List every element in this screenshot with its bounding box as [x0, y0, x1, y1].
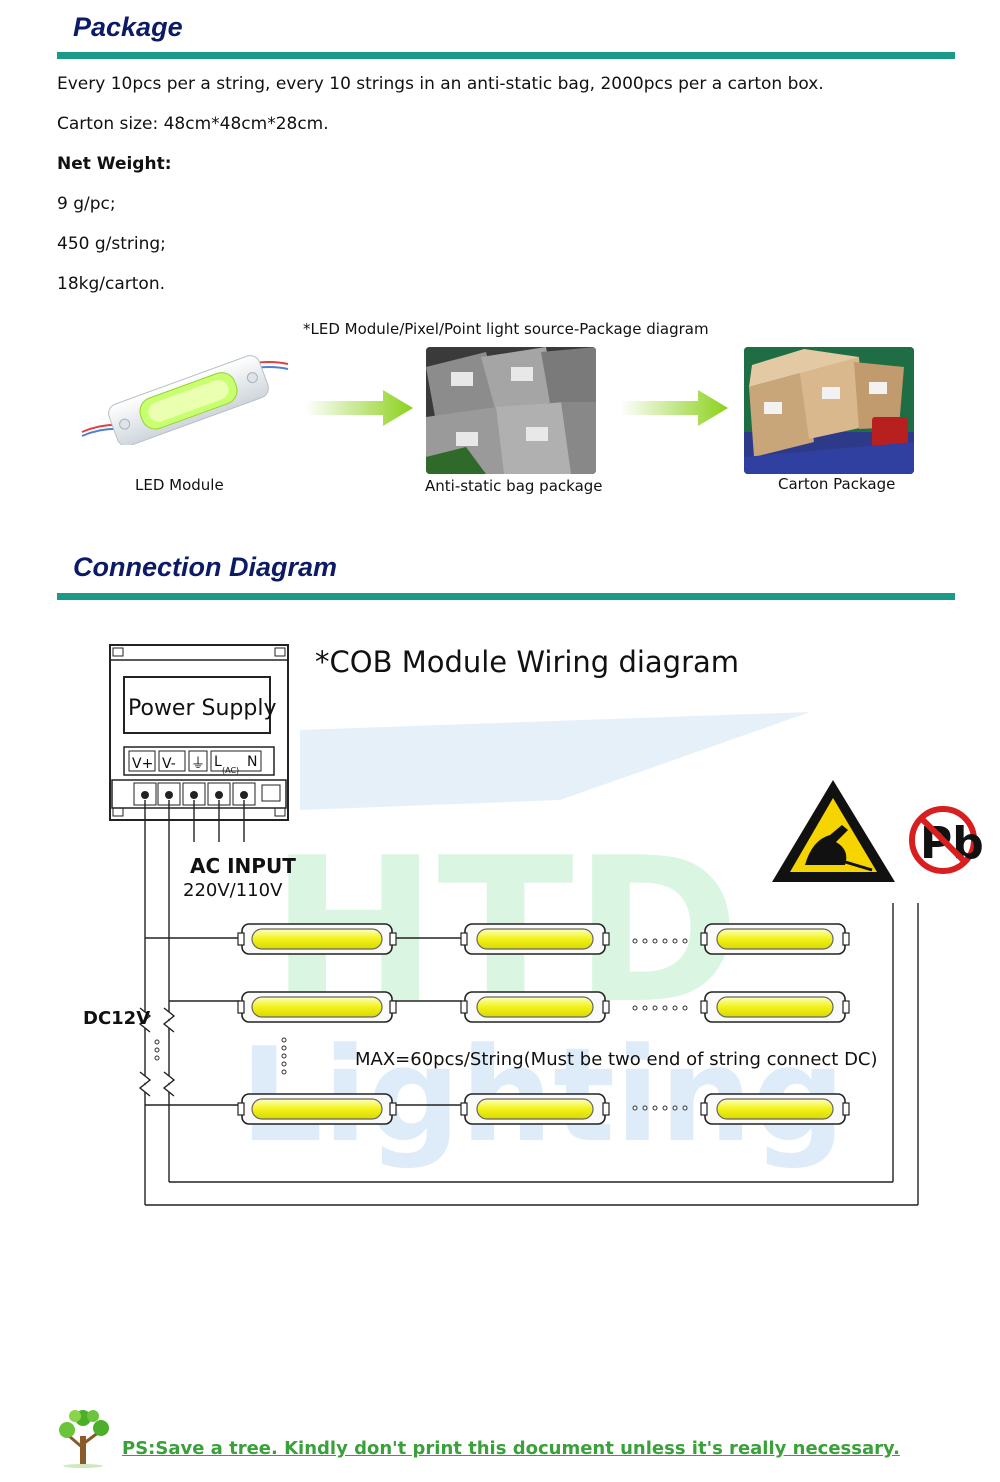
tree-icon — [59, 1410, 109, 1468]
package-diagram-caption: *LED Module/Pixel/Point light source-Pac… — [303, 320, 709, 338]
arrow-right-icon — [305, 390, 413, 426]
cob-led-module — [237, 991, 397, 1023]
terminal-vplus: V+ — [132, 756, 153, 772]
terminal-ac: (AC) — [222, 766, 239, 775]
package-divider — [57, 52, 955, 59]
terminal-vminus: V- — [162, 756, 176, 772]
terminal-l: L — [214, 754, 222, 770]
package-title: Package — [73, 12, 183, 42]
terminal-n: N — [247, 754, 257, 770]
esd-warning-icon — [772, 780, 895, 882]
ac-voltage-label: 220V/110V — [183, 880, 283, 901]
power-supply-label: Power Supply — [128, 696, 276, 721]
weight-per-string: 450 g/string; — [57, 234, 166, 254]
arrow-right-icon — [620, 390, 728, 426]
carton-package-label: Carton Package — [778, 475, 896, 493]
max-string-note: MAX=60pcs/String(Must be two end of stri… — [355, 1049, 878, 1070]
anti-static-bag-photo — [426, 347, 596, 474]
power-supply-box — [109, 644, 289, 821]
weight-per-carton: 18kg/carton. — [57, 274, 165, 294]
cob-led-module — [460, 1093, 610, 1125]
dc12v-label: DC12V — [83, 1008, 150, 1029]
footer-note: PS:Save a tree. Kindly don't print this … — [122, 1438, 900, 1459]
watermark-shape — [300, 712, 810, 810]
cob-led-module — [700, 991, 850, 1023]
cob-led-module — [460, 991, 610, 1023]
cob-led-module — [700, 923, 850, 955]
led-module-image — [80, 350, 290, 445]
wiring-diagram: HTD Lighting Power Supply V+ V- ⏚ L (AC)… — [83, 644, 984, 1206]
continuation-dots — [154, 938, 688, 1111]
cob-led-module — [700, 1093, 850, 1125]
carton-size-line: Carton size: 48cm*48cm*28cm. — [57, 114, 329, 134]
weight-per-pc: 9 g/pc; — [57, 194, 116, 214]
carton-package-photo — [744, 347, 914, 474]
package-line-1: Every 10pcs per a string, every 10 strin… — [57, 74, 824, 94]
led-module-label: LED Module — [135, 476, 224, 494]
cob-led-module — [237, 923, 397, 955]
no-lead-icon: Pb — [909, 806, 984, 874]
ac-input-label: AC INPUT — [190, 854, 296, 878]
anti-static-bag-label: Anti-static bag package — [425, 477, 603, 495]
connection-title: Connection Diagram — [73, 552, 338, 582]
connection-divider — [57, 593, 955, 600]
ground-icon: ⏚ — [191, 756, 205, 772]
wiring-diagram-title: *COB Module Wiring diagram — [315, 645, 739, 679]
cob-led-module — [460, 923, 610, 955]
cob-led-module — [237, 1093, 397, 1125]
net-weight-label: Net Weight: — [57, 154, 172, 174]
